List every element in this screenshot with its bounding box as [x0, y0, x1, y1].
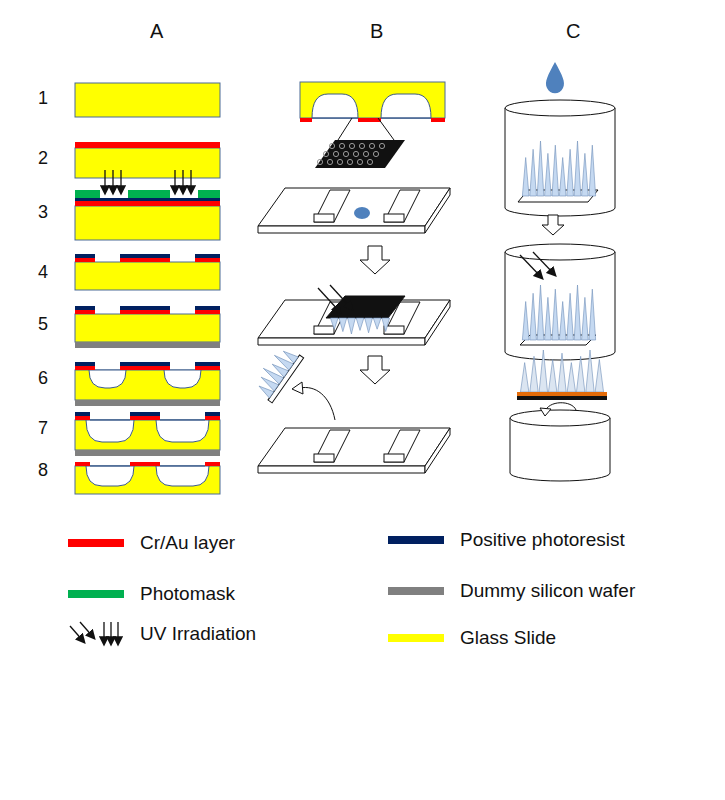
- column-header: A: [150, 20, 163, 43]
- column-header: C: [566, 20, 580, 43]
- legend-swatch: [68, 590, 124, 598]
- legend-text: Cr/Au layer: [140, 532, 235, 554]
- legend-text: Positive photoresist: [460, 529, 625, 551]
- column-header: B: [370, 20, 383, 43]
- legend-swatch: [388, 536, 444, 544]
- legend-swatch: [388, 634, 444, 642]
- legend-swatch: [68, 539, 124, 547]
- legend-text: Glass Slide: [460, 627, 556, 649]
- legend-text: Dummy silicon wafer: [460, 580, 635, 602]
- legend-text: Photomask: [140, 583, 235, 605]
- step-number: 4: [38, 262, 48, 283]
- step-number: 1: [38, 88, 48, 109]
- step-number: 6: [38, 368, 48, 389]
- step-number: 8: [38, 460, 48, 481]
- step-number: 5: [38, 314, 48, 335]
- step-number: 2: [38, 148, 48, 169]
- legend-text: UV Irradiation: [140, 623, 256, 645]
- legend-swatch: [388, 587, 444, 595]
- step-number: 7: [38, 418, 48, 439]
- step-number: 3: [38, 202, 48, 223]
